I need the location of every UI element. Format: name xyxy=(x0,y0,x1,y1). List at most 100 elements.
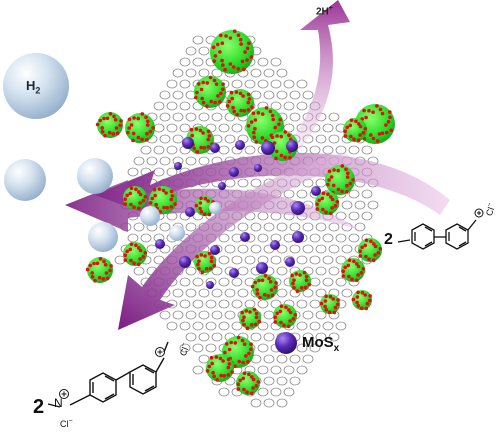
framework-ring xyxy=(283,101,295,111)
framework-ring xyxy=(224,288,236,298)
framework-ring xyxy=(192,343,204,353)
polyoxometalate-cluster xyxy=(194,251,217,275)
viologen-left-coefficient: 2 xyxy=(33,396,45,418)
framework-ring xyxy=(309,321,321,331)
mos-sphere xyxy=(210,143,220,153)
framework-ring xyxy=(276,222,288,232)
framework-ring xyxy=(185,310,197,320)
polyoxometalate-cluster xyxy=(343,118,368,143)
h2-bubble xyxy=(77,158,113,194)
framework-ring xyxy=(218,387,230,397)
framework-ring xyxy=(276,266,288,276)
framework-ring xyxy=(198,68,210,78)
framework-ring xyxy=(250,398,262,408)
framework-ring xyxy=(270,299,282,309)
framework-ring xyxy=(257,211,269,221)
mos-sphere xyxy=(179,256,191,268)
framework-ring xyxy=(276,354,288,364)
framework-ring xyxy=(172,134,184,144)
framework-ring xyxy=(198,156,210,166)
framework-ring xyxy=(153,167,165,177)
mos-sphere xyxy=(292,231,304,243)
framework-ring xyxy=(172,288,184,298)
framework-ring xyxy=(250,332,262,342)
framework-ring xyxy=(302,354,314,364)
framework-ring xyxy=(289,376,301,386)
h2-bubble xyxy=(140,206,160,226)
framework-ring xyxy=(309,277,321,287)
framework-ring xyxy=(296,343,308,353)
mos-sphere xyxy=(218,182,226,190)
polyoxometalate-cluster xyxy=(205,354,234,382)
polyoxometalate-cluster xyxy=(341,258,366,283)
framework-ring xyxy=(231,255,243,265)
framework-ring xyxy=(179,57,191,67)
framework-ring xyxy=(328,134,340,144)
framework-ring xyxy=(367,200,379,210)
mos-sphere xyxy=(270,240,280,250)
methyl-viologen-right-structure xyxy=(397,208,484,250)
polyoxometalate-cluster xyxy=(239,307,262,331)
polyoxometalate-cluster xyxy=(95,112,123,138)
framework-ring xyxy=(231,123,243,133)
framework-ring xyxy=(270,79,282,89)
mos-sphere xyxy=(285,257,295,267)
framework-ring xyxy=(250,244,262,254)
polyoxometalate-cluster xyxy=(194,75,226,108)
mos-spheres xyxy=(155,137,321,289)
framework-ring xyxy=(159,156,171,166)
framework-ring xyxy=(257,321,269,331)
framework-ring xyxy=(231,299,243,309)
framework-ring xyxy=(315,222,327,232)
framework-ring xyxy=(133,222,145,232)
hydrogen-bubbles xyxy=(3,53,221,252)
framework-ring xyxy=(172,90,184,100)
framework-ring xyxy=(335,233,347,243)
framework-ring xyxy=(289,244,301,254)
framework-ring xyxy=(205,299,217,309)
framework-ring xyxy=(244,145,256,155)
framework-ring xyxy=(224,178,236,188)
framework-ring xyxy=(166,321,178,331)
framework-ring xyxy=(315,310,327,320)
framework-ring xyxy=(322,145,334,155)
proton-inflow-arrow-top xyxy=(288,0,350,150)
framework-ring xyxy=(328,332,340,342)
framework-ring xyxy=(237,222,249,232)
framework-ring xyxy=(315,134,327,144)
product-outflow-arrow-bottom xyxy=(118,152,355,330)
framework-ring xyxy=(263,310,275,320)
polyoxometalate-cluster xyxy=(325,164,355,195)
polyoxometalate-cluster xyxy=(125,112,155,143)
polyoxometalate-cluster xyxy=(185,126,214,154)
framework-ring xyxy=(322,277,334,287)
framework-ring xyxy=(224,244,236,254)
mos-sphere xyxy=(206,281,214,289)
polyoxometalate-clusters xyxy=(85,29,395,396)
framework-ring xyxy=(140,233,152,243)
framework-ring xyxy=(276,288,288,298)
framework-ring xyxy=(192,277,204,287)
polyoxometalate-cluster xyxy=(358,238,383,263)
framework-ring xyxy=(315,266,327,276)
framework-ring xyxy=(283,365,295,375)
framework-ring xyxy=(361,211,373,221)
framework-ring xyxy=(166,123,178,133)
framework-ring xyxy=(198,46,210,56)
polyoxometalate-cluster xyxy=(85,257,113,283)
polyoxometalate-cluster xyxy=(351,290,372,311)
framework-ring xyxy=(289,112,301,122)
framework-ring xyxy=(257,299,269,309)
framework-ring xyxy=(166,79,178,89)
framework-ring xyxy=(296,79,308,89)
mos-sphere xyxy=(254,164,262,172)
framework-ring xyxy=(283,79,295,89)
framework-ring xyxy=(263,376,275,386)
framework-ring xyxy=(328,244,340,254)
framework-ring xyxy=(153,101,165,111)
polyoxometalate-cluster xyxy=(225,89,254,117)
h2-label: H2 xyxy=(26,78,41,96)
framework-ring xyxy=(309,255,321,265)
framework-ring xyxy=(172,68,184,78)
